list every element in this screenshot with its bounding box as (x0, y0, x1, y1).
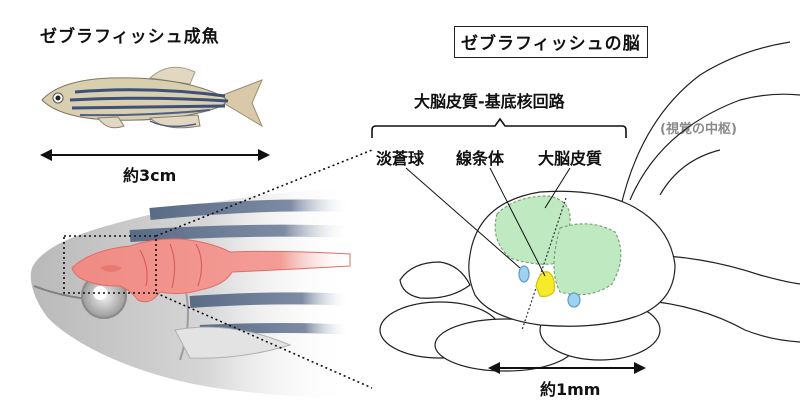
adult-fish-illustration (41, 66, 264, 129)
fish-head-closeup (30, 188, 351, 398)
adult-fish-title: ゼブラフィッシュ成魚 (40, 27, 220, 47)
visual-center-label: (視覚の中枢) (660, 122, 737, 137)
fish-size-label: 約3cm (123, 166, 177, 185)
brain-size-arrow (488, 362, 646, 374)
leader-lines (405, 167, 571, 277)
circuit-label: 大脳皮質-基底核回路 (414, 92, 565, 111)
circuit-bracket (371, 117, 627, 138)
fish-size-arrow (40, 149, 270, 161)
zoom-indicator (63, 149, 373, 389)
cortex-label: 大脳皮質 (538, 149, 603, 168)
brain-drawing (379, 41, 800, 372)
brain-title-box: ゼブラフィッシュの脳 (454, 26, 648, 58)
brain-size-label: 約1mm (540, 380, 601, 399)
striatum-label: 線条体 (456, 149, 505, 168)
pallidum-label: 淡蒼球 (376, 149, 425, 168)
